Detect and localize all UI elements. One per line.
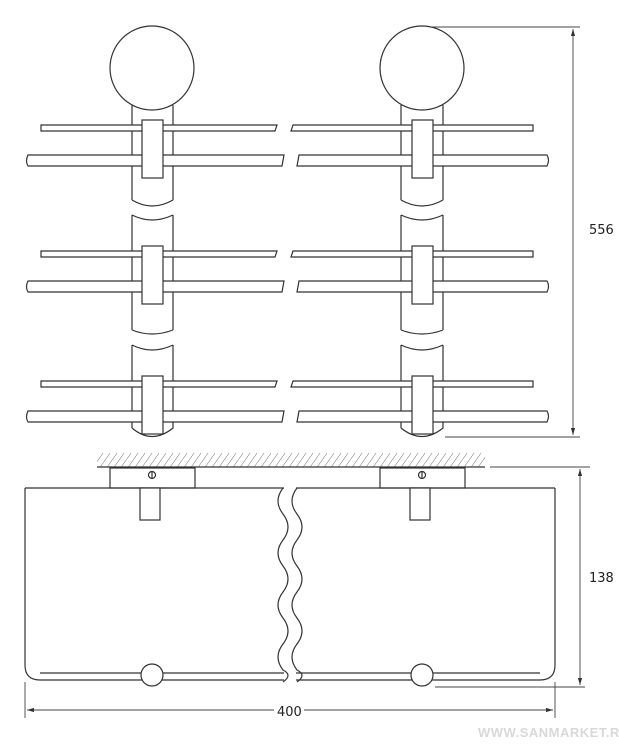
side-view: [24, 453, 590, 687]
shelf-level-3: [25, 375, 550, 435]
front-view: [25, 25, 550, 438]
shelf-level-2: [25, 245, 550, 305]
break-line-left: [277, 487, 289, 683]
shelf-outline: [24, 488, 556, 681]
shelf-level-1: [25, 119, 550, 179]
break-line-right: [291, 487, 303, 683]
rail-ball-right: [410, 663, 434, 687]
clamp: [141, 375, 164, 435]
clamp: [411, 245, 434, 305]
wall-hatch: [97, 453, 485, 467]
stem-left: [139, 487, 161, 521]
width-label: 400: [277, 705, 302, 720]
depth-dimension: 138: [435, 469, 615, 688]
stem-right: [409, 487, 431, 521]
clamp: [411, 119, 434, 179]
clamp: [141, 119, 164, 179]
height-label: 556: [589, 223, 614, 238]
post-right: [379, 25, 465, 438]
rail-ball-left: [140, 663, 164, 687]
mount-disc-right: [379, 25, 465, 111]
depth-label: 138: [589, 571, 614, 586]
clamp: [141, 245, 164, 305]
post-left: [109, 25, 195, 438]
width-dimension: 400: [24, 682, 556, 720]
screw-icon: [417, 470, 427, 480]
mount-disc-left: [109, 25, 195, 111]
watermark: WWW.SANMARKET.RU: [478, 725, 619, 740]
clamp: [411, 375, 434, 435]
screw-icon: [147, 470, 157, 480]
height-dimension: 556: [430, 26, 615, 438]
